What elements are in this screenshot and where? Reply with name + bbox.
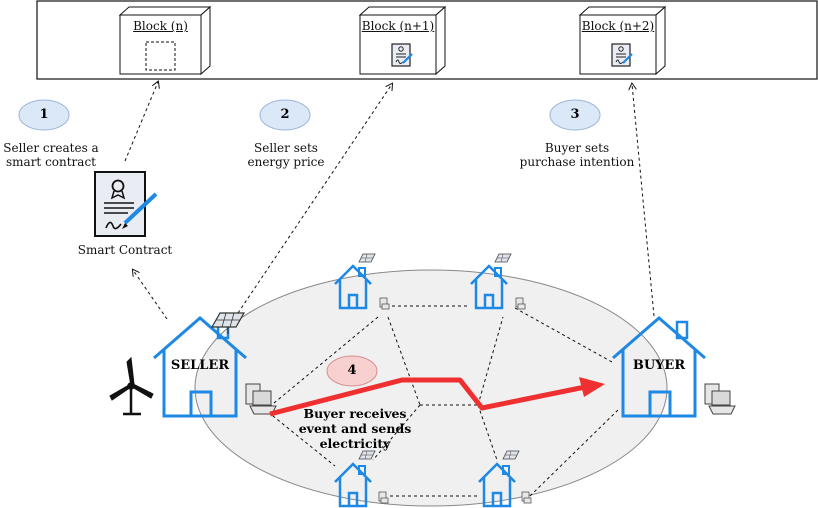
smart-contract-label: Smart Contract bbox=[77, 243, 173, 257]
step-4-line-1: Buyer receives bbox=[303, 406, 407, 421]
step-4-number: 4 bbox=[347, 363, 357, 378]
step-3-line-1: Buyer sets bbox=[544, 141, 610, 155]
arrow-to-block-n-plus-2 bbox=[632, 84, 655, 317]
step-2-line-1: Seller sets bbox=[254, 141, 318, 155]
buyer-computer-icon bbox=[704, 383, 736, 415]
buyer-house-icon bbox=[612, 316, 706, 418]
p2p-network bbox=[194, 269, 668, 507]
smart-contract-icon bbox=[94, 171, 158, 237]
step-4-badge bbox=[326, 355, 378, 387]
contract-doc-icon bbox=[390, 42, 414, 68]
step-2-caption: Seller sets energy price bbox=[230, 141, 342, 169]
arrow-to-block-n-plus-1 bbox=[237, 84, 392, 314]
seller-house-icon bbox=[153, 316, 247, 418]
block-n-plus-2 bbox=[578, 5, 667, 76]
block-n-plus-1-label: Block (n+1) bbox=[361, 19, 435, 33]
step-2-badge bbox=[259, 99, 311, 131]
step-3-caption: Buyer sets purchase intention bbox=[512, 141, 642, 169]
seller-label: SELLER bbox=[170, 358, 230, 373]
arrow-to-smart-contract bbox=[133, 270, 168, 320]
network-links bbox=[267, 305, 619, 497]
step-1-line-2: smart contract bbox=[6, 155, 96, 169]
electricity-flow-arrow bbox=[269, 377, 605, 417]
block-n-label: Block (n) bbox=[133, 19, 188, 33]
step-3-number: 3 bbox=[570, 107, 580, 122]
block-n-plus-2-label: Block (n+2) bbox=[581, 19, 655, 33]
empty-slot bbox=[145, 41, 176, 71]
seller-solar-panel-icon bbox=[210, 312, 246, 334]
step-1-line-1: Seller creates a bbox=[3, 141, 99, 155]
step-2-line-2: energy price bbox=[247, 155, 325, 169]
step-4-caption: Buyer receives event and sends electrici… bbox=[292, 406, 418, 451]
contract-doc-icon bbox=[610, 42, 634, 68]
step-3-badge bbox=[549, 99, 601, 131]
arrow-to-block-n bbox=[124, 82, 158, 162]
step-3-line-2: purchase intention bbox=[519, 155, 635, 169]
step-1-badge bbox=[18, 99, 70, 131]
step-1-number: 1 bbox=[39, 107, 49, 122]
block-n bbox=[118, 5, 212, 76]
wind-turbine-icon bbox=[109, 356, 154, 416]
block-n-plus-1 bbox=[358, 5, 447, 76]
buyer-label: BUYER bbox=[632, 358, 686, 373]
step-2-number: 2 bbox=[280, 107, 290, 122]
step-1-caption: Seller creates a smart contract bbox=[0, 141, 102, 169]
step-4-line-2: event and sends bbox=[298, 421, 412, 436]
step-4-line-3: electricity bbox=[319, 436, 391, 451]
